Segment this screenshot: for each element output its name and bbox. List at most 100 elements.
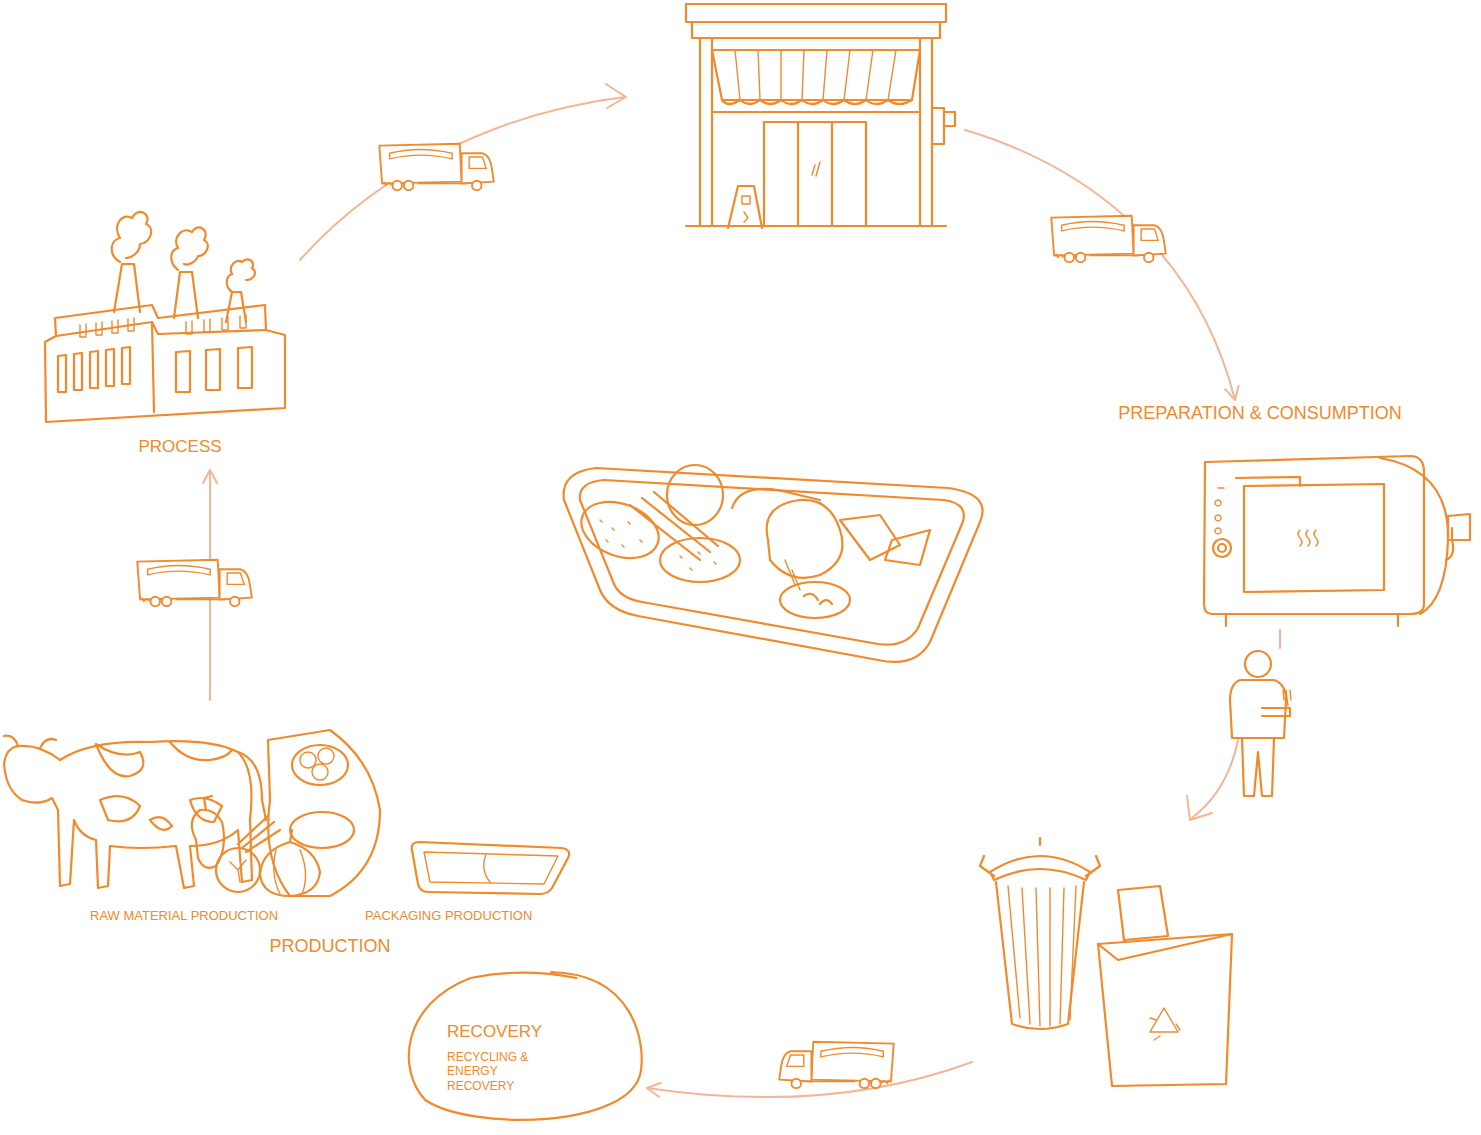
production-drawing-part: [312, 764, 328, 780]
shop-drawing-part: [742, 196, 750, 222]
shop-drawing: [686, 4, 955, 228]
bins-drawing-part: [996, 882, 1084, 1029]
shop-drawing-part: [712, 50, 920, 100]
factory-drawing-part: [227, 260, 255, 292]
production-drawing-part: [260, 830, 320, 896]
production-stage: RAW MATERIAL PRODUCTION PACKAGING PRODUCT…: [5, 700, 565, 965]
production-drawing-part: [424, 852, 558, 884]
production-drawing-part: [100, 796, 140, 821]
production-drawing-part: [300, 752, 316, 768]
stage-label: RECYCLING & ENERGY RECOVERY: [447, 1050, 562, 1093]
stage-label: PROCESS: [80, 437, 280, 457]
production-drawing-part: [4, 746, 60, 810]
flow-arrow: [300, 84, 1235, 400]
oven-drawing-part: [1218, 544, 1226, 552]
shop-drawing-part: [812, 162, 820, 176]
bins-drawing-part: [1150, 1008, 1180, 1040]
truck-icon: [1051, 216, 1166, 262]
oven-drawing-part: [1380, 458, 1448, 614]
meal-tray-drawing-part: [660, 538, 740, 582]
meal-tray-drawing-part: [580, 480, 964, 645]
bins-drawing-part: [990, 856, 1090, 880]
factory-drawing-part: [176, 347, 252, 392]
production-drawing-part: [216, 848, 260, 892]
truck-icon: [379, 144, 494, 190]
shop-drawing-part: [686, 4, 946, 22]
bins-drawing-part: [1008, 886, 1076, 1026]
truck-icon: [779, 1042, 894, 1088]
meal-tray-drawing-part: [600, 520, 642, 547]
oven-drawing-part: [1204, 456, 1424, 614]
production-drawing-part: [150, 817, 172, 830]
oven-drawing: [1204, 456, 1470, 626]
shop-drawing-part: [945, 112, 955, 126]
factory-drawing-part: [112, 212, 151, 262]
meal-tray-drawing-part: [732, 489, 820, 508]
factory-drawing-part: [56, 322, 266, 336]
bins-drawing-part: [1098, 934, 1232, 960]
production-drawing-part: [318, 748, 334, 764]
production-drawing: [4, 730, 569, 896]
truck-icon: [137, 560, 252, 606]
bins-drawing-part: [980, 856, 1100, 876]
production-drawing-part: [96, 744, 143, 776]
production-drawing-part: [290, 812, 354, 848]
production-drawing-part: [58, 741, 252, 888]
shop-drawing-part: [764, 122, 866, 226]
meal-tray-drawing-part: [667, 465, 723, 525]
production-drawing-part: [230, 860, 246, 882]
production-drawing-part: [412, 842, 569, 894]
production-drawing-part: [170, 742, 232, 760]
factory-drawing-part: [114, 264, 140, 312]
oven-drawing-part: [1298, 530, 1318, 546]
meal-tray-drawing-part: [785, 560, 800, 590]
factory-drawing-part: [58, 347, 130, 392]
meal-tray-drawing-part: [767, 500, 843, 578]
factory-drawing-part: [45, 305, 285, 422]
preparation-stage: PREPARATION & CONSUMPTION: [1095, 400, 1480, 630]
oven-drawing-part: [1448, 514, 1470, 540]
person-drawing-part: [1262, 708, 1290, 716]
truck-icon-reversed: [779, 1042, 894, 1088]
factory-drawing-part: [152, 322, 154, 412]
production-drawing-part: [274, 850, 306, 894]
bins-drawing-part: [1098, 934, 1232, 1086]
shop-drawing-part: [735, 50, 896, 100]
meal-tray-drawing-part: [630, 492, 718, 560]
production-drawing-part: [292, 745, 348, 785]
shop-drawing-part: [722, 100, 912, 104]
oven-drawing-part: [1244, 484, 1384, 592]
meal-tray-drawing-part: [574, 492, 667, 568]
shop-drawing-part: [712, 111, 920, 113]
oven-drawing-part: [1213, 539, 1231, 557]
person-drawing-part: [1242, 738, 1274, 796]
factory-drawing-part: [171, 227, 208, 270]
meal-tray-drawing-part: [564, 468, 983, 662]
production-drawing-part: [268, 730, 380, 896]
process-stage: PROCESS: [40, 205, 300, 470]
factory-drawing: [45, 212, 285, 422]
production-drawing-part: [4, 736, 56, 748]
factory-drawing-part: [174, 272, 198, 318]
shop-drawing-part: [932, 108, 944, 144]
bins-drawing: [980, 838, 1232, 1086]
meal-tray-drawing-part: [840, 515, 900, 560]
oven-drawing-part: [1215, 488, 1224, 534]
shop-drawing-part: [686, 225, 946, 227]
stage-label: PACKAGING PRODUCTION: [365, 908, 565, 924]
meal-tray-drawing-part: [885, 530, 930, 565]
person-drawing-part: [1245, 651, 1271, 677]
stage-label: RAW MATERIAL PRODUCTION: [90, 908, 330, 924]
shop-drawing-part: [728, 186, 762, 228]
shop-drawing-part: [692, 22, 940, 38]
stage-label: PRODUCTION: [205, 936, 455, 958]
recovery-oval: RECOVERYRECYCLING & ENERGY RECOVERY: [395, 968, 647, 1133]
production-drawing-part: [238, 752, 266, 820]
meal-tray-drawing: [564, 465, 983, 662]
person-drawing: [1230, 651, 1291, 796]
